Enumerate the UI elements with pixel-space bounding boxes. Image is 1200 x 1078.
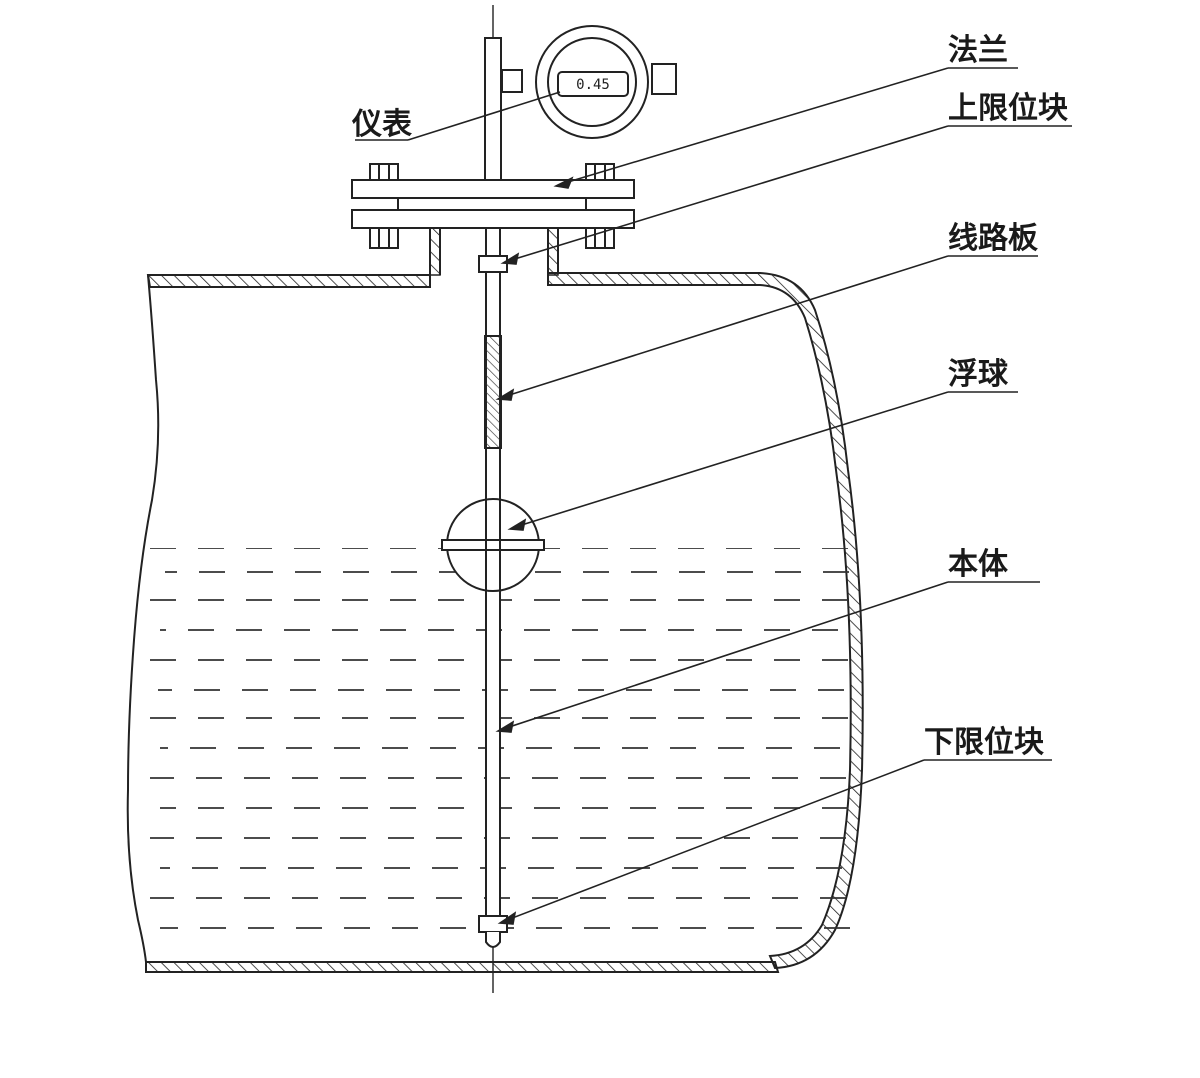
stem [478, 37, 508, 948]
tank-left-break-line [126, 274, 160, 963]
meter-display [557, 71, 629, 97]
bolt-head-left-top [369, 163, 399, 181]
leader-lines [355, 67, 1072, 925]
meter-side-lug-left [501, 69, 523, 93]
tank-top-wall-right [547, 272, 864, 970]
tank-top-wall-left [146, 274, 431, 288]
float-ball [441, 498, 545, 592]
rod-tip [485, 932, 501, 948]
label-upper-limit-block: 上限位块 [948, 91, 1068, 126]
label-circuit-board: 线路板 [948, 221, 1038, 256]
meter-reading: 0.45 [576, 77, 610, 93]
label-float-ball: 浮球 [948, 357, 1009, 392]
upper-stem [484, 37, 502, 181]
flange-gasket [397, 197, 587, 211]
upper-limit-block [478, 255, 508, 273]
label-instrument: 仪表 [351, 107, 412, 142]
flange-upper-plate [351, 179, 635, 199]
label-body: 本体 [948, 547, 1009, 582]
bolt-nut-left-bottom [369, 227, 399, 249]
circuit-board [484, 335, 502, 449]
tank-bottom-wall [145, 961, 780, 973]
labels: 仪表 法兰 上限位块 线路板 浮球 本体 下限位块 [351, 33, 1068, 760]
liquid [150, 548, 858, 929]
flange [351, 163, 635, 249]
meter-side-lug-right [651, 63, 677, 95]
instrument-meter: 0.45 [501, 25, 677, 139]
label-flange: 法兰 [948, 33, 1008, 68]
label-lower-limit-block: 下限位块 [924, 725, 1044, 760]
flange-lower-plate [351, 209, 635, 229]
bolt-nut-right-bottom [585, 227, 615, 249]
